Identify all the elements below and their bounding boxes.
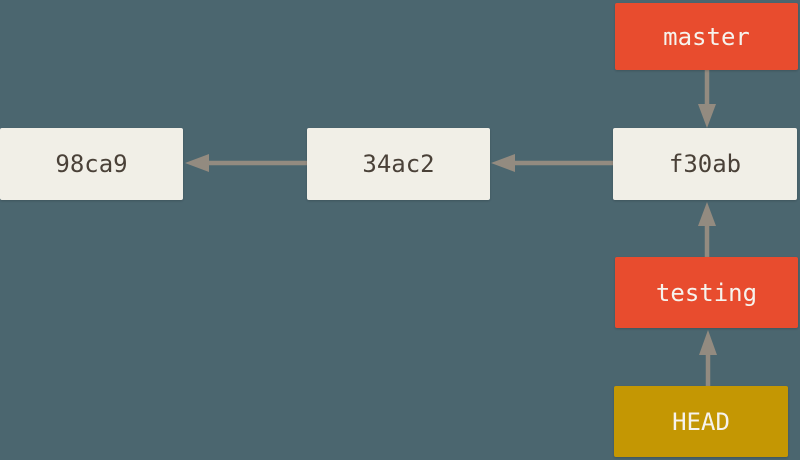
branch-label: testing [655, 278, 758, 307]
commit-node-98ca9[interactable]: 98ca9 [0, 128, 183, 200]
branch-node-testing[interactable]: testing [615, 257, 798, 328]
head-pointer-node[interactable]: HEAD [614, 386, 788, 457]
branch-label: master [663, 22, 750, 51]
commit-node-34ac2[interactable]: 34ac2 [307, 128, 490, 200]
arrow-head-to-testing [699, 330, 717, 386]
branch-node-master[interactable]: master [615, 3, 798, 70]
commit-hash-label: 98ca9 [55, 150, 128, 178]
arrow-master-to-f30ab [698, 70, 716, 128]
commit-node-f30ab[interactable]: f30ab [613, 128, 797, 200]
commit-hash-label: f30ab [668, 150, 742, 178]
arrow-f30ab-to-34ac2 [491, 154, 613, 172]
arrow-testing-to-f30ab [698, 202, 716, 257]
head-label: HEAD [672, 407, 730, 436]
arrow-34ac2-to-98ca9 [185, 154, 307, 172]
commit-hash-label: 34ac2 [362, 150, 435, 178]
